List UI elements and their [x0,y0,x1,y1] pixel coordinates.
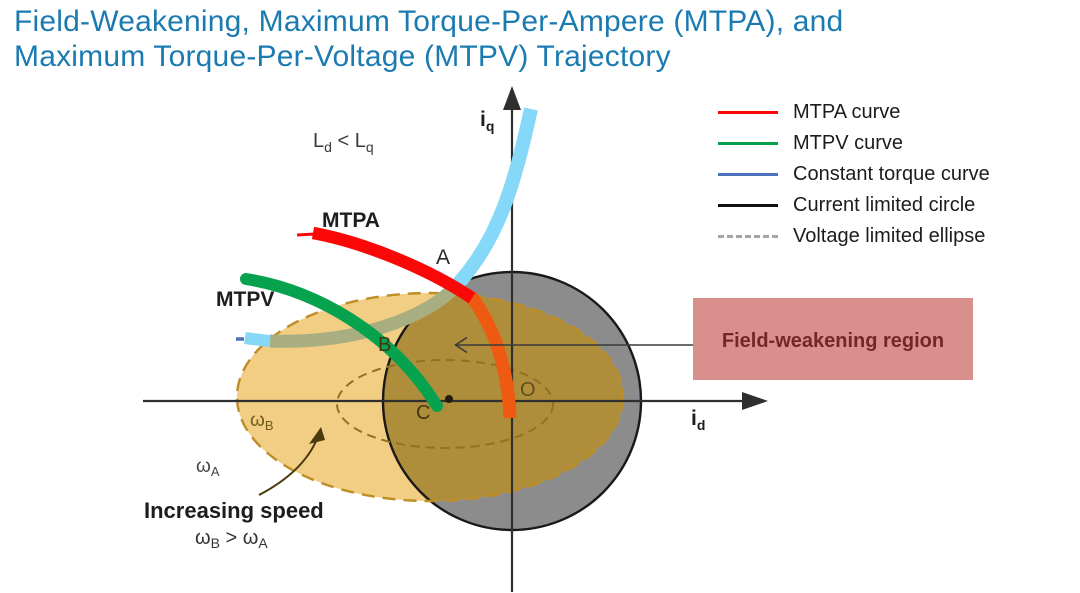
legend-item-constant-torque: Constant torque curve [718,159,990,190]
constant-torque-curve-over-ellipse [269,281,461,348]
voltage-limited-ellipse-border [235,291,625,503]
inner-voltage-ellipse [336,359,554,449]
increasing-speed-label: Increasing speed [144,498,324,523]
point-b-label: B [378,334,391,356]
id-axis-arrowhead [742,392,768,410]
inductance-condition-label: Ld < Lq [313,130,374,155]
legend-item-mtpv: MTPV curve [718,128,990,159]
mtpa-curve-tail [296,232,316,237]
mtpv-line-swatch [718,141,778,146]
legend-item-current-circle: Current limited circle [718,190,990,221]
trajectory-over-ellipse [465,292,517,419]
point-c-dot [445,395,453,403]
field-weakening-pointer-arrowhead [454,336,468,354]
iq-axis-arrowhead [503,86,521,110]
page-title-line2: Maximum Torque-Per-Voltage (MTPV) Trajec… [14,40,671,73]
constant-torque-curve-upper [450,107,538,291]
point-o-label: O [520,379,536,401]
increasing-speed-arrow [258,427,325,496]
plot-labels: iq id Ld < Lq MTPA MTPV A B C O ωB ωA In… [144,108,705,551]
point-c-label: C [416,402,430,424]
curves [236,107,538,419]
page-title-line1: Field-Weakening, Maximum Torque-Per-Ampe… [14,5,844,38]
mtpa-label: MTPA [322,209,380,232]
iq-axis-label: iq [480,108,494,134]
mtpa-line-swatch [718,110,778,115]
legend-item-voltage-ellipse: Voltage limited ellipse [718,221,990,252]
constant-torque-line-swatch [718,172,778,177]
speed-inequality-label: ωB > ωA [195,527,268,551]
legend-label: Voltage limited ellipse [793,225,986,247]
mtpv-curve [240,273,443,412]
increasing-speed-arrowhead [309,427,325,444]
legend-label: Constant torque curve [793,163,990,185]
field-weakening-region-label: Field-weakening region [721,329,945,352]
current-circle-line-swatch [718,203,778,208]
legend: MTPA curve MTPV curve Constant torque cu… [718,97,990,252]
voltage-ellipse-dashed-swatch [718,235,778,238]
id-axis-label: id [691,407,705,433]
field-weakening-region-callout: Field-weakening region [693,298,973,380]
omega-b-label: ωB [250,410,274,433]
field-weakening-pointer [454,336,693,354]
mtpv-label: MTPV [216,288,274,311]
omega-a-label: ωA [196,456,220,479]
mtpa-curve [311,226,476,304]
constant-torque-curve-tip [244,332,271,347]
legend-label: MTPV curve [793,132,904,154]
legend-item-mtpa: MTPA curve [718,97,990,128]
page-title: Field-Weakening, Maximum Torque-Per-Ampe… [14,4,843,74]
legend-label: MTPA curve [793,101,901,123]
point-a-label: A [436,246,450,269]
increasing-speed-arrow-shaft [258,438,318,496]
legend-label: Current limited circle [793,194,976,216]
